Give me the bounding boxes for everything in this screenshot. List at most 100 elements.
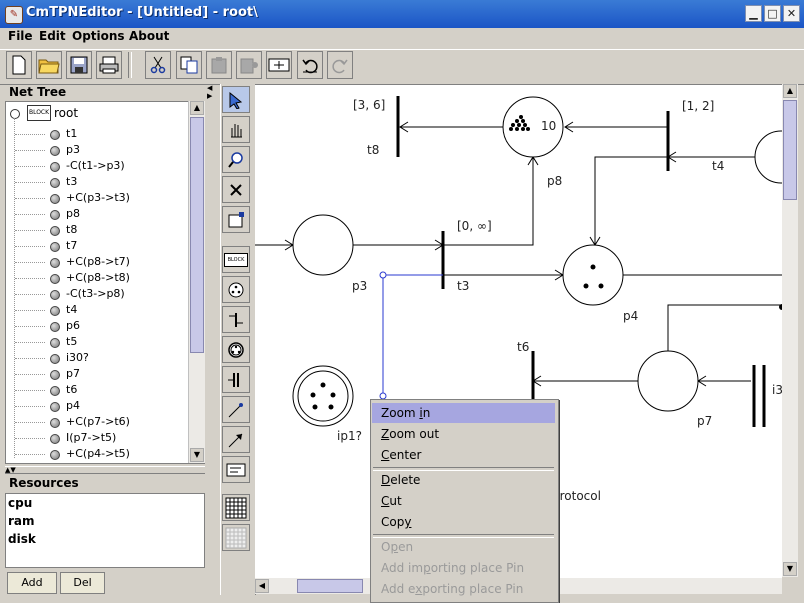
canvas-vertical-scrollbar[interactable]: ▲ ▼ (782, 84, 798, 577)
tree-item-label: t8 (66, 223, 78, 236)
block-badge: BLOCK (224, 252, 248, 267)
tree-item[interactable]: -C(t1->p3) (6, 158, 189, 174)
properties-icon[interactable] (222, 206, 250, 233)
tree-connector (15, 182, 45, 183)
tree-item[interactable]: +C(p7->t6) (6, 414, 189, 430)
new-file-icon[interactable] (6, 51, 32, 79)
tree-connector (15, 390, 45, 391)
menu-file[interactable]: File (8, 29, 33, 43)
tree-item[interactable]: t7 (6, 238, 189, 254)
menu-item-delete[interactable]: Delete (381, 473, 421, 487)
arc-t4-p4 (594, 156, 668, 245)
timed-transition-icon[interactable] (222, 366, 250, 393)
i3-label: i3 (772, 383, 782, 397)
immediate-transition-icon[interactable] (222, 306, 250, 333)
add-resource-button[interactable]: Add (7, 572, 57, 594)
tree-item[interactable]: p3 (6, 142, 189, 158)
tree-root-label[interactable]: root (54, 106, 79, 120)
fit-view-icon[interactable] (266, 51, 292, 79)
menu-item-zoom-in[interactable]: Zoom in (372, 403, 555, 423)
save-icon[interactable] (66, 51, 92, 79)
label-icon[interactable] (222, 456, 250, 483)
scroll-up-icon[interactable]: ▲ (783, 84, 797, 98)
tree-connector (15, 134, 45, 135)
marked-place-icon[interactable] (222, 336, 250, 363)
copy-icon[interactable] (176, 51, 202, 79)
maximize-button[interactable]: □ (764, 5, 781, 22)
ip1-label: ip1? (337, 429, 362, 443)
resource-item[interactable]: cpu (8, 496, 33, 510)
menu-edit[interactable]: Edit (39, 29, 66, 43)
minimize-button[interactable]: ▁ (745, 5, 762, 22)
menu-item-center[interactable]: Center (381, 448, 422, 462)
tree-item[interactable]: t3 (6, 174, 189, 190)
scroll-thumb[interactable] (297, 579, 363, 593)
menu-options[interactable]: Options (72, 29, 125, 43)
close-button[interactable]: ✕ (783, 5, 800, 22)
tree-item[interactable]: t5 (6, 334, 189, 350)
scroll-up-icon[interactable]: ▲ (190, 101, 204, 115)
paste-icon (206, 51, 232, 79)
menu-item-zoom-out[interactable]: Zoom out (381, 427, 440, 441)
node-bullet-icon (50, 162, 60, 172)
zoom-icon[interactable] (222, 146, 250, 173)
p3-label: p3 (352, 279, 368, 293)
delete-resource-button[interactable]: Del (60, 572, 105, 594)
tree-item[interactable]: +C(p3->t3) (6, 190, 189, 206)
tree-item[interactable]: t4 (6, 302, 189, 318)
resources-list[interactable]: cpu ram disk (5, 493, 205, 568)
tree-item[interactable]: I(p7->t5) (6, 430, 189, 446)
tree-item[interactable]: p6 (6, 318, 189, 334)
tree-item[interactable]: p7 (6, 366, 189, 382)
tree-item[interactable]: +C(p4->t5) (6, 446, 189, 462)
node-bullet-icon (50, 258, 60, 268)
menu-item-add-importing-pin: Add importing place Pin (381, 561, 525, 575)
cut-icon[interactable] (145, 51, 171, 79)
menu-item-cut[interactable]: Cut (381, 494, 402, 508)
delete-x-icon[interactable] (222, 176, 250, 203)
collapse-arrows-icon[interactable]: ◀▶ (207, 84, 213, 100)
print-icon[interactable] (96, 51, 122, 79)
menu-item-copy[interactable]: Copy (381, 515, 412, 529)
net-tree-scrollbar[interactable]: ▲ ▼ (188, 101, 205, 463)
scroll-down-icon[interactable]: ▼ (783, 562, 797, 576)
tree-item-label: p4 (66, 399, 80, 412)
scroll-left-icon[interactable]: ◀ (255, 579, 269, 593)
node-bullet-icon (50, 242, 60, 252)
p8-token-count: 10 (541, 119, 557, 133)
tree-item[interactable]: -C(t3->p8) (6, 286, 189, 302)
scroll-down-icon[interactable]: ▼ (190, 448, 204, 462)
menu-about[interactable]: About (129, 29, 170, 43)
grid-on-icon[interactable] (222, 494, 250, 521)
select-arrow-icon[interactable] (222, 86, 250, 113)
hand-icon[interactable] (222, 116, 250, 143)
tree-item[interactable]: +C(p8->t7) (6, 254, 189, 270)
undo-icon[interactable] (297, 51, 323, 79)
mnemonic-underline: D (381, 473, 391, 487)
tree-expand-icon[interactable] (10, 109, 20, 119)
tree-item[interactable]: +C(p8->t8) (6, 270, 189, 286)
resource-item[interactable]: ram (8, 514, 35, 528)
tree-item[interactable]: i30? (6, 350, 189, 366)
node-bullet-icon (50, 450, 60, 460)
node-bullet-icon (50, 418, 60, 428)
tree-item[interactable]: t1 (6, 126, 189, 142)
scroll-thumb[interactable] (783, 100, 797, 200)
arc-icon[interactable] (222, 396, 250, 423)
node-bullet-icon (50, 402, 60, 412)
place-token-icon[interactable] (222, 276, 250, 303)
scroll-thumb[interactable] (190, 117, 204, 353)
resource-item[interactable]: disk (8, 532, 36, 546)
tree-item-label: t1 (66, 127, 78, 140)
tree-item[interactable]: t8 (6, 222, 189, 238)
panel-splitter[interactable]: ▲▼ (5, 466, 205, 474)
open-folder-icon[interactable] (36, 51, 62, 79)
arc-t3-p8 (443, 157, 534, 246)
tree-item[interactable]: p4 (6, 398, 189, 414)
inhibitor-arc-icon[interactable] (222, 426, 250, 453)
tree-item[interactable]: t6 (6, 382, 189, 398)
tree-item[interactable]: p8 (6, 206, 189, 222)
tree-item-label: +C(p8->t8) (66, 271, 130, 284)
block-icon[interactable]: BLOCK (222, 246, 250, 273)
